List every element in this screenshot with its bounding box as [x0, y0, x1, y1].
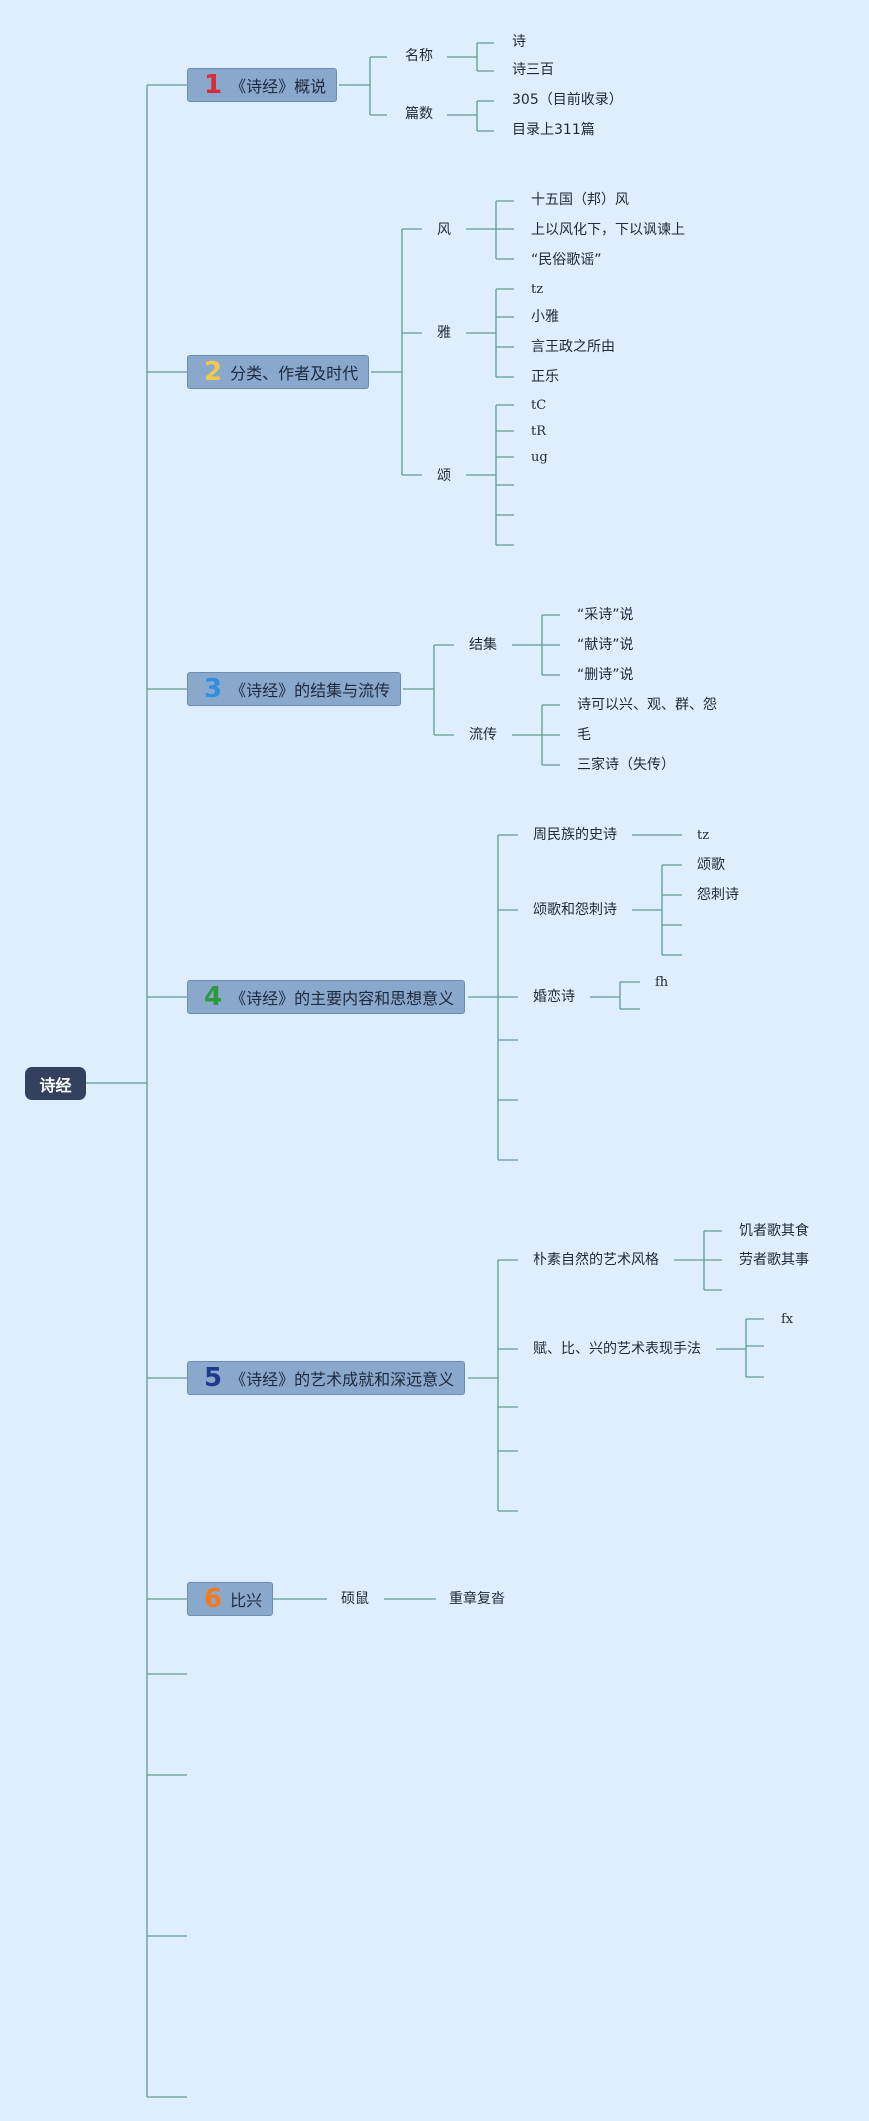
section-node-3[interactable]: 3 《诗经》的结集与流传 — [187, 672, 402, 706]
node-jieji-3[interactable]: “删诗”说 — [577, 667, 634, 683]
node-ya-2[interactable]: 小雅 — [531, 309, 559, 325]
node-fubi[interactable]: 赋、比、兴的艺术表现手法 — [533, 1341, 701, 1357]
node-ya[interactable]: 雅 — [437, 325, 451, 341]
section-title-3: 《诗经》的结集与流传 — [230, 681, 391, 700]
node-songge-2[interactable]: 怨刺诗 — [697, 887, 739, 903]
section-node-6[interactable]: 6 比兴 — [187, 1582, 274, 1616]
section-number-6: 6 — [204, 1584, 223, 1614]
node-shuoshu[interactable]: 硕鼠 — [341, 1591, 369, 1607]
node-pianshu[interactable]: 篇数 — [405, 106, 433, 122]
node-pusu-1[interactable]: 饥者歌其食 — [739, 1223, 809, 1239]
section-node-5[interactable]: 5 《诗经》的艺术成就和深远意义 — [187, 1361, 466, 1395]
node-hunlian[interactable]: 婚恋诗 — [533, 989, 575, 1005]
node-305[interactable]: 305（目前收录） — [512, 92, 623, 108]
node-liuchuan-3[interactable]: 三家诗（失传） — [577, 757, 675, 773]
node-liuchuan-2[interactable]: 毛 — [577, 727, 591, 743]
node-feng-3[interactable]: “民俗歌谣” — [531, 252, 602, 268]
node-mingcheng[interactable]: 名称 — [405, 48, 433, 64]
root-node[interactable]: 诗经 — [25, 1067, 86, 1100]
node-ya-1[interactable]: tz — [531, 282, 544, 297]
node-zhou-1[interactable]: tz — [697, 828, 710, 843]
node-song-3[interactable]: ug — [531, 450, 548, 465]
node-jieji-1[interactable]: “采诗”说 — [577, 607, 634, 623]
section-title-1: 《诗经》概说 — [230, 77, 327, 96]
section-node-2[interactable]: 2 分类、作者及时代 — [187, 355, 370, 389]
node-feng-2[interactable]: 上以风化下，下以讽谏上 — [531, 222, 685, 238]
node-feng[interactable]: 风 — [437, 222, 451, 238]
section-node-1[interactable]: 1 《诗经》概说 — [187, 68, 338, 102]
node-song-1[interactable]: tC — [531, 398, 547, 413]
node-chongzhang[interactable]: 重章复沓 — [449, 1591, 505, 1607]
section-number-3: 3 — [204, 674, 223, 704]
node-feng-1[interactable]: 十五国（邦）风 — [531, 192, 629, 208]
section-number-1: 1 — [204, 70, 223, 100]
node-ya-4[interactable]: 正乐 — [531, 369, 559, 385]
node-liuchuan-1[interactable]: 诗可以兴、观、群、怨 — [577, 697, 717, 713]
node-jieji[interactable]: 结集 — [469, 637, 497, 653]
node-songge-1[interactable]: 颂歌 — [697, 857, 725, 873]
section-node-4[interactable]: 4 《诗经》的主要内容和思想意义 — [187, 980, 466, 1014]
section-number-5: 5 — [204, 1363, 223, 1393]
node-songge[interactable]: 颂歌和怨刺诗 — [533, 902, 617, 918]
node-311[interactable]: 目录上311篇 — [512, 122, 595, 138]
node-pusu[interactable]: 朴素自然的艺术风格 — [533, 1252, 659, 1268]
node-liuchuan[interactable]: 流传 — [469, 727, 497, 743]
section-title-2: 分类、作者及时代 — [230, 364, 359, 383]
node-hunlian-1[interactable]: fh — [655, 975, 669, 990]
node-shi[interactable]: 诗 — [512, 34, 526, 50]
node-ya-3[interactable]: 言王政之所由 — [531, 339, 615, 355]
section-number-2: 2 — [204, 357, 223, 387]
section-number-4: 4 — [204, 982, 223, 1012]
node-fubi-1[interactable]: fx — [781, 1312, 794, 1327]
section-title-5: 《诗经》的艺术成就和深远意义 — [230, 1370, 455, 1389]
node-pusu-2[interactable]: 劳者歌其事 — [739, 1252, 809, 1268]
node-zhou[interactable]: 周民族的史诗 — [533, 827, 617, 843]
node-shisanbai[interactable]: 诗三百 — [512, 62, 554, 78]
section-title-4: 《诗经》的主要内容和思想意义 — [230, 989, 455, 1008]
node-song-2[interactable]: tR — [531, 424, 547, 439]
node-song[interactable]: 颂 — [437, 468, 451, 484]
section-title-6: 比兴 — [230, 1591, 263, 1610]
node-jieji-2[interactable]: “献诗”说 — [577, 637, 634, 653]
